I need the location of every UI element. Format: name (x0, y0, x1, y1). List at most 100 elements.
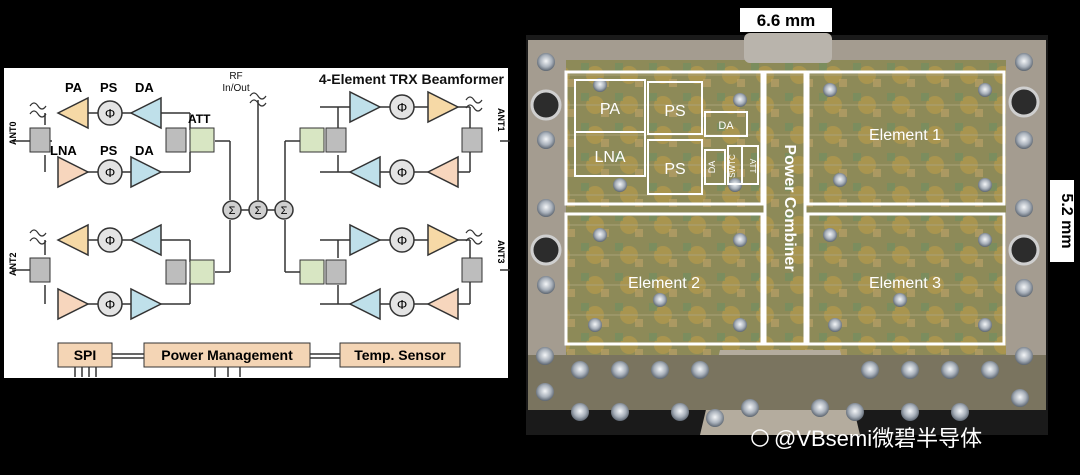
height-label: 5.2 mm (1058, 193, 1075, 248)
die-da-label: DA (707, 161, 717, 174)
die-ps-label: PS (664, 161, 685, 178)
tr-switch (461, 127, 483, 153)
tr-switch (29, 127, 51, 153)
pa-amplifier (56, 223, 89, 257)
phi-symbol: Φ (397, 165, 407, 180)
da-amplifier (348, 287, 381, 321)
label-ant1: ANT1 (496, 108, 506, 132)
combiner-sum (222, 200, 242, 220)
power-management-label: Power Management (161, 347, 293, 363)
tr-switch (461, 257, 483, 283)
da-amplifier (349, 90, 382, 124)
phase-shifter (97, 227, 123, 253)
label-da: DA (135, 80, 154, 95)
lna-amplifier (426, 155, 459, 189)
element-3-outline (806, 212, 1006, 346)
watermark-text: @VBsemi微碧半导体 (774, 426, 982, 451)
element-2-outline (564, 212, 764, 346)
phi-symbol: Φ (105, 233, 115, 248)
label-ant3: ANT3 (496, 240, 506, 264)
label-lna: LNA (50, 143, 77, 158)
label-ps: PS (100, 143, 118, 158)
rf-label: RF (229, 71, 242, 82)
rf-transformer (249, 92, 267, 107)
attenuator (189, 127, 215, 153)
tr-switch (165, 259, 187, 285)
attenuator (189, 259, 215, 285)
die-lna-label: LNA (594, 149, 625, 166)
phase-shifter (97, 159, 123, 185)
label-ps: PS (100, 80, 118, 95)
phase-shifter (389, 159, 415, 185)
combiner-row: Σ Σ Σ (222, 92, 294, 220)
da-amplifier (349, 223, 382, 257)
phi-symbol: Φ (105, 165, 115, 180)
element-pads (588, 78, 992, 332)
transformer (465, 96, 483, 112)
paw-icon (751, 429, 769, 447)
label-ant0: ANT0 (8, 121, 18, 145)
attenuator (299, 259, 325, 285)
tx-channel-0: PA PS DA Φ (56, 80, 162, 130)
phase-shifter (389, 94, 415, 120)
lna-amplifier (57, 287, 90, 321)
label-pa: PA (65, 80, 83, 95)
power-combiner-label: Power Combiner (781, 144, 798, 271)
da-amplifier (129, 96, 162, 130)
die-pa-label: PA (600, 101, 620, 118)
block-outlines (574, 79, 759, 195)
power-management-block (143, 342, 311, 368)
tx-channel-3: Φ (349, 223, 460, 257)
phi-symbol: Φ (397, 233, 407, 248)
tr-switch (325, 259, 347, 285)
die-att-label: ATT (748, 159, 757, 174)
rx-channel-1: Φ (348, 155, 459, 189)
spi-label: SPI (74, 347, 97, 363)
rf-inout-label: In/Out (222, 83, 249, 94)
tx-channel-1: Φ (349, 90, 460, 124)
sigma-symbol: Σ (281, 205, 288, 217)
transformer (465, 229, 483, 245)
schematic-panel: 4-Element TRX Beamformer RF In/Out (4, 68, 510, 378)
element-0-outline (564, 70, 764, 206)
phi-symbol: Φ (105, 106, 115, 121)
combiner-sum (248, 200, 268, 220)
phase-shifter (97, 100, 123, 126)
sigma-symbol: Σ (229, 205, 236, 217)
element-outlines (564, 70, 1006, 346)
pa-amplifier (427, 223, 460, 257)
tx-channel-2: Φ (56, 223, 162, 257)
tr-switch (165, 127, 187, 153)
label-ant2: ANT2 (8, 252, 18, 276)
rx-channel-2: Φ (57, 287, 163, 321)
element-1-outline (806, 70, 1006, 206)
temp-sensor-block (339, 342, 461, 368)
sigma-symbol: Σ (255, 205, 262, 217)
da-amplifier (129, 223, 162, 257)
lna-amplifier (57, 155, 90, 189)
phi-symbol: Φ (105, 297, 115, 312)
tr-switch (29, 257, 51, 283)
attenuator (299, 127, 325, 153)
width-label-box (740, 8, 832, 32)
tr-switch (325, 127, 347, 153)
height-label-box (1050, 180, 1074, 262)
element-2-label: Element 2 (628, 275, 700, 292)
bond-pads (530, 53, 1040, 427)
rx-channel-3: Φ (348, 287, 459, 321)
die-ps-label: PS (664, 103, 685, 120)
combiner-sum (274, 200, 294, 220)
phi-symbol: Φ (397, 100, 407, 115)
pa-amplifier (56, 96, 89, 130)
element-1-label: Element 1 (869, 127, 941, 144)
element-3-label: Element 3 (869, 275, 941, 292)
rx-channel-0: LNA PS DA Φ (50, 143, 163, 189)
spi-block (57, 342, 113, 368)
transformer (29, 229, 47, 245)
lna-amplifier (426, 287, 459, 321)
schematic-title: 4-Element TRX Beamformer (319, 71, 505, 87)
label-da: DA (135, 143, 154, 158)
pa-amplifier (427, 90, 460, 124)
phi-symbol: Φ (397, 297, 407, 312)
